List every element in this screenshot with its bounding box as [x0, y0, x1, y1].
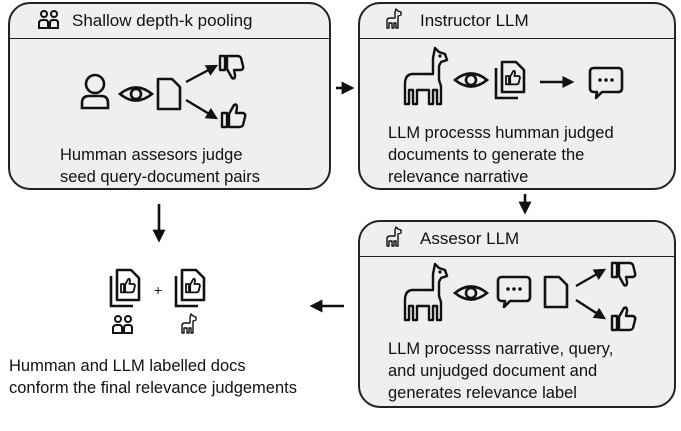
assessor-panel-header: Assesor LLM	[360, 222, 674, 257]
llm-labelled-document-icon	[174, 268, 206, 308]
pooling-panel-header: Shallow depth-k pooling	[10, 4, 329, 39]
llama-icon	[181, 313, 197, 334]
pooling-panel-title: Shallow depth-k pooling	[72, 11, 253, 30]
instructor-panel-description: LLM processs humman judged documents to …	[388, 124, 614, 186]
assessor-panel: Assesor LLM LLM processs narrative, quer…	[358, 220, 676, 408]
instructor-panel-header: Instructor LLM	[360, 4, 674, 39]
pooling-panel-description: Humman assesors judge seed query-documen…	[60, 146, 260, 186]
final-description: Humman and LLM labelled docs conform the…	[9, 357, 297, 397]
people-icon	[112, 315, 133, 334]
instructor-panel: Instructor LLM LLM processs humman judge…	[358, 2, 676, 190]
plus-sign: +	[154, 282, 163, 298]
assessor-panel-description: LLM processs narrative, query, and unjud…	[388, 340, 614, 402]
human-labelled-document-icon	[109, 268, 141, 308]
instructor-panel-title: Instructor LLM	[420, 11, 529, 30]
assessor-panel-title: Assesor LLM	[420, 229, 520, 248]
pooling-panel: Shallow depth-k pooling Humman assesors …	[8, 2, 331, 190]
